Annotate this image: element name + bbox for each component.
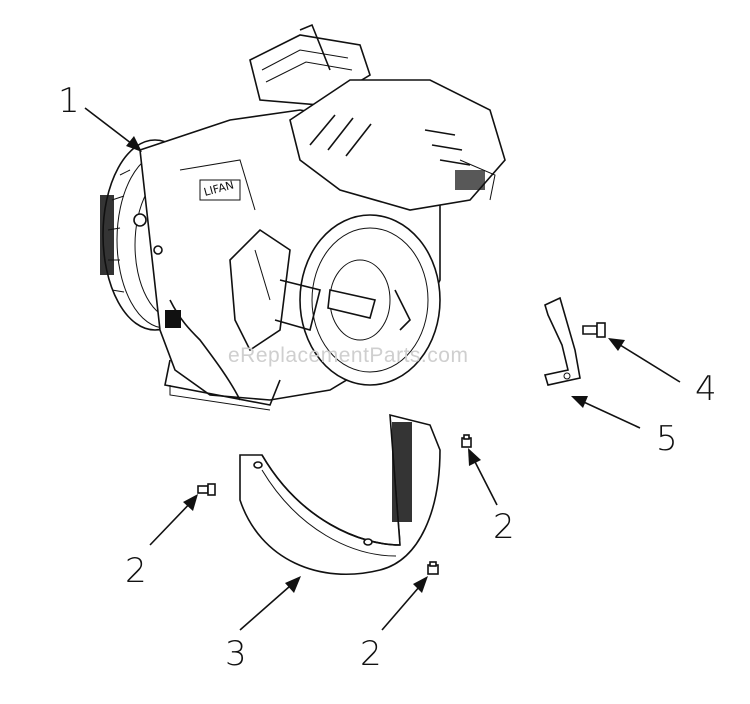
bolt-part-2-left [197,483,216,496]
lower-shield [239,413,441,575]
callout-2-bottom: 2 [360,634,382,674]
callout-2-top-right: 2 [493,507,515,547]
engine-assembly: LIFAN [100,23,506,411]
callout-1: 1 [58,81,80,121]
callout-3: 3 [225,634,247,674]
bolt-part-4 [582,322,606,338]
bolt-part-2-bottom [427,561,439,575]
watermark-text: eReplacementParts.com [228,344,468,367]
leader-arrows [84,107,681,631]
bolt-part-2-top-right [461,434,472,448]
callout-2-left: 2 [125,551,147,591]
callout-5: 5 [656,419,678,459]
callout-4: 4 [695,369,717,409]
bracket-part [543,296,581,386]
